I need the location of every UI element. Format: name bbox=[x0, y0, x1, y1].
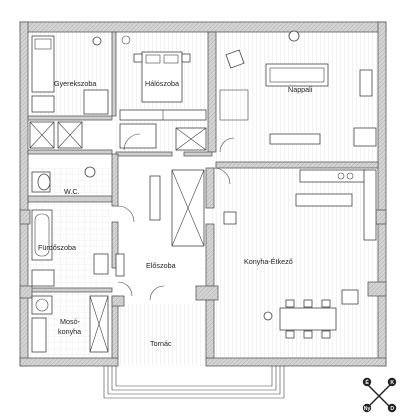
label-moso-line2: konyha bbox=[58, 327, 81, 336]
compass-south-marker bbox=[387, 403, 397, 413]
furniture-moso bbox=[31, 295, 109, 353]
label-moso-line1: Mosó- bbox=[60, 317, 81, 326]
label-tornac: Tornác bbox=[150, 339, 172, 348]
compass-north: É bbox=[365, 378, 369, 386]
compass-rose: É K D Ny bbox=[362, 377, 397, 413]
compass-south: D bbox=[390, 406, 394, 412]
label-eloszoba: Előszoba bbox=[146, 261, 176, 270]
label-gyerekszoba: Gyerekszoba bbox=[54, 79, 96, 88]
compass-east-marker bbox=[387, 377, 397, 387]
furniture-wc bbox=[31, 166, 96, 193]
furniture-konyha bbox=[213, 167, 377, 339]
label-furdoszoba: Fürdőszoba bbox=[38, 243, 76, 252]
room-labels: Gyerekszoba Hálószoba Nappali W.C. Fürdő… bbox=[38, 79, 313, 348]
label-konyha-etkezo: Konyha-Étkező bbox=[244, 257, 293, 266]
compass-west-marker bbox=[362, 403, 372, 413]
label-haloszoba: Hálószoba bbox=[145, 79, 179, 88]
compass-west: Ny bbox=[364, 406, 371, 412]
compass-east: K bbox=[390, 380, 394, 386]
furniture-closets bbox=[29, 121, 207, 151]
label-wc: W.C. bbox=[64, 187, 80, 196]
floor-tornac bbox=[118, 304, 206, 366]
furniture-furdoszoba bbox=[31, 209, 109, 287]
furniture-gyerekszoba bbox=[31, 35, 109, 115]
furniture-nappali bbox=[219, 30, 377, 153]
label-nappali: Nappali bbox=[288, 85, 313, 94]
compass-north-marker bbox=[362, 377, 372, 387]
furniture-haloszoba bbox=[119, 35, 207, 149]
entrance-steps bbox=[103, 366, 285, 399]
furniture-eloszoba bbox=[115, 133, 205, 301]
